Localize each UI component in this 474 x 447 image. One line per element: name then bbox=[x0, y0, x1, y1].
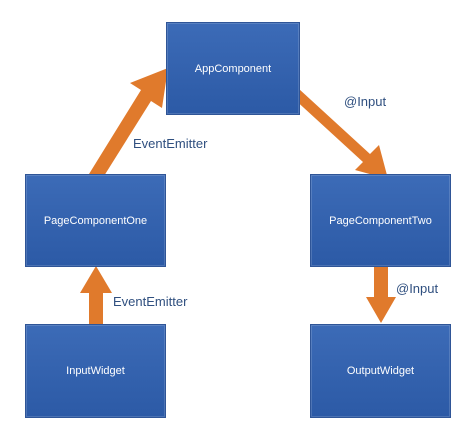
edge-label-input-to-page-one: EventEmitter bbox=[113, 294, 188, 309]
arrow-page-one-to-app bbox=[89, 68, 168, 184]
input-widget-label: InputWidget bbox=[66, 365, 125, 377]
app-component-label: AppComponent bbox=[194, 62, 272, 75]
app-component-node: AppComponent bbox=[166, 22, 300, 115]
arrow-input-to-page-one bbox=[80, 266, 112, 325]
arrow-page-two-to-output bbox=[366, 266, 396, 323]
arrow-app-to-page-two bbox=[280, 78, 388, 179]
page-component-two-label: PageComponentTwo bbox=[329, 214, 432, 227]
edge-label-page-one-to-app: EventEmitter bbox=[133, 136, 208, 151]
input-widget-node: InputWidget bbox=[25, 324, 166, 418]
edge-label-app-to-page-two: @Input bbox=[344, 94, 387, 109]
edge-label-page-two-to-output: @Input bbox=[396, 281, 439, 296]
output-widget-label: OutputWidget bbox=[346, 365, 415, 377]
output-widget-node: OutputWidget bbox=[310, 324, 451, 418]
page-component-one-node: PageComponentOne bbox=[25, 174, 166, 267]
page-component-one-label: PageComponentOne bbox=[43, 214, 148, 227]
page-component-two-node: PageComponentTwo bbox=[310, 174, 451, 267]
